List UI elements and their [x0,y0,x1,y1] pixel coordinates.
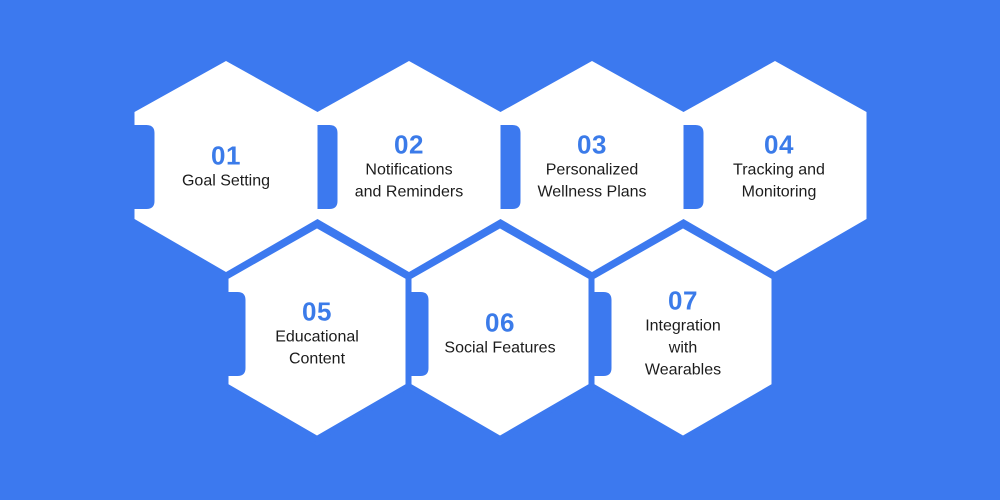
feature-07: 07 Integration with Wearables [598,287,768,382]
hexagon-notch-tab [225,292,246,376]
feature-title-line: Content [288,350,346,368]
feature-number: 01 [211,140,241,171]
feature-number: 06 [485,307,515,338]
hexagon-notch-tab [683,125,704,209]
feature-number: 04 [764,129,794,160]
feature-title-line: Monitoring [741,183,817,201]
feature-03: 03 Personalized Wellness Plans [507,131,677,204]
feature-title-line: Goal Setting [181,172,271,190]
feature-05: 05 Educational Content [232,298,402,371]
feature-04: 04 Tracking and Monitoring [694,131,864,204]
bottom-row-hexagons [222,221,778,443]
feature-title-line: Educational [275,328,359,346]
hexagon-02 [317,61,501,272]
feature-number: 07 [668,285,698,316]
feature-title-line: Wearables [644,361,722,379]
feature-number: 05 [302,296,332,327]
hexagon-notch-tab [500,125,521,209]
feature-title-line: Tracking and [733,161,825,179]
top-row-hexagons [134,61,867,272]
feature-02: 02 Notifications and Reminders [324,131,494,204]
hexagon-07 [588,221,778,443]
hexagon-notch-tab [591,292,612,376]
feature-title-line: Integration [645,317,721,335]
feature-number: 03 [577,129,607,160]
hexagon-04 [683,61,867,272]
feature-title-line: and Reminders [354,183,464,201]
hexagon-03 [500,61,684,272]
hexagon-notch-tab [408,292,429,376]
feature-title-line: Social Features [444,339,556,357]
feature-01: 01 Goal Setting [141,142,311,193]
hexagon-notch-tab [134,125,155,209]
feature-title-line: with [668,339,698,357]
feature-title-line: Wellness Plans [537,183,647,201]
hexagon-notch-tab [317,125,338,209]
feature-title-line: Notifications [365,161,453,179]
feature-06: 06 Social Features [415,309,585,360]
hexagon-01 [134,61,318,272]
feature-number: 02 [394,129,424,160]
feature-title-line: Personalized [545,161,639,179]
